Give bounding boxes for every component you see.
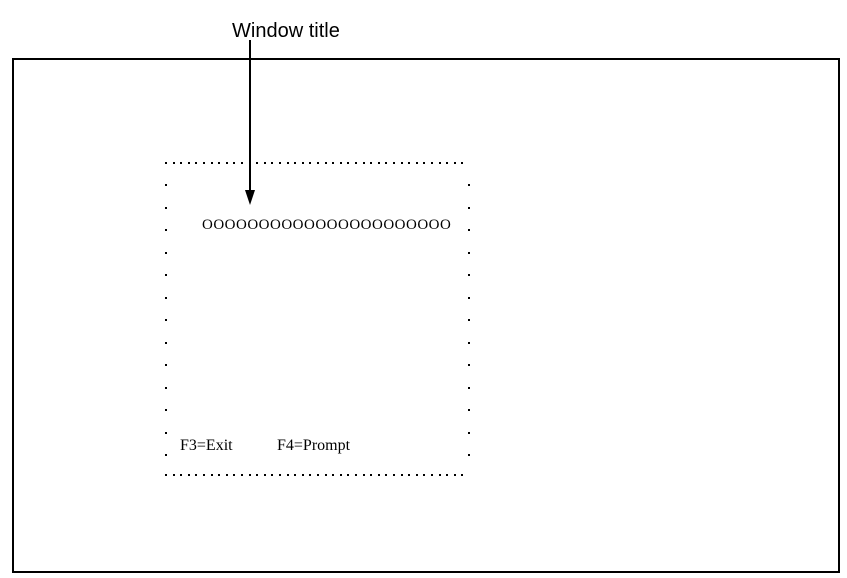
window-title-callout-label: Window title <box>232 20 340 42</box>
f4-prompt-key[interactable]: F4=Prompt <box>277 437 351 454</box>
window-title-text: OOOOOOOOOOOOOOOOOOOOOO <box>202 217 452 233</box>
screen-frame <box>12 58 840 573</box>
f3-exit-key[interactable]: F3=Exit <box>180 437 233 454</box>
